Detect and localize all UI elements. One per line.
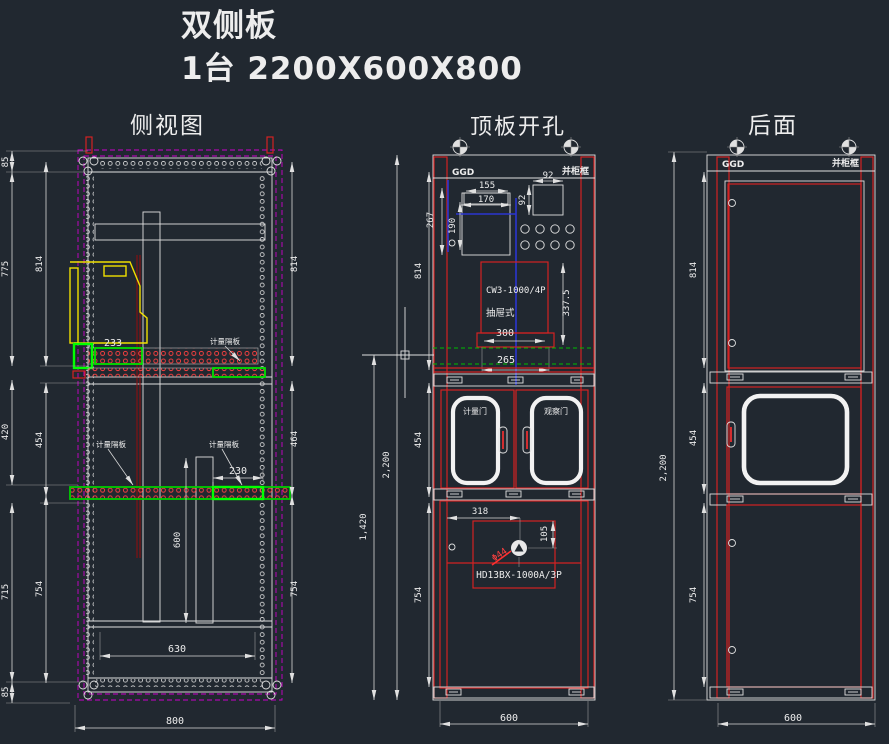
drawing-title: 双侧板 [181, 8, 277, 44]
dim-600-width: 600 [500, 713, 518, 724]
switch-section [439, 500, 589, 689]
switch-model-label: HD13BX-1000A/3P [476, 570, 562, 581]
side-dimension-lines [9, 151, 295, 731]
breaker-model: CW3-1000/4P [486, 286, 546, 296]
corner-fittings [78, 156, 282, 700]
dim-85-top: 85 [1, 157, 11, 168]
dim-92-h: 92 [518, 195, 528, 206]
dim-630: 630 [168, 644, 186, 655]
door-window [741, 393, 850, 486]
dim-1420: 1,420 [359, 513, 369, 540]
dim-hole-dia: Φ44 [490, 547, 509, 565]
dim-420: 420 [1, 424, 11, 440]
cabinet-frame [706, 154, 876, 701]
dim-814: 814 [689, 262, 699, 278]
lifting-pin-icon [85, 136, 93, 154]
dim-454: 454 [35, 432, 45, 448]
door-handle [522, 426, 532, 454]
dim-754: 754 [414, 587, 424, 603]
lifting-eye-icon [727, 137, 747, 157]
cross-rail [709, 493, 873, 506]
dim-170: 170 [478, 195, 494, 205]
top-plate-view: 顶板开孔 GGD 并柜框 155 170 190 267 [359, 115, 596, 727]
dim-105: 105 [540, 526, 550, 542]
rear-top-panel [724, 180, 865, 372]
lifting-eye-icon [561, 137, 581, 157]
drawing-subtitle: 1台 2200X600X800 [181, 51, 523, 87]
door-window [450, 395, 501, 486]
rear-view: 后面 GGD 并柜框 [659, 113, 876, 727]
dim-754: 754 [689, 587, 699, 603]
dim-814: 814 [414, 263, 424, 279]
partition-note: 计量隔板 [96, 439, 126, 449]
rear-view-label: 后面 [748, 113, 798, 139]
datum-marker [362, 307, 434, 398]
dim-600-width: 600 [784, 713, 802, 724]
dim-318: 318 [472, 507, 488, 517]
side-view: 侧视图 [1, 113, 300, 732]
cross-rail [709, 686, 873, 699]
title-block: 双侧板 1台 2200X600X800 [181, 8, 523, 87]
cross-rail [709, 371, 873, 384]
dim-754: 754 [35, 581, 45, 597]
cabinet-frame [432, 154, 596, 701]
corner-label-right: 并柜框 [832, 157, 859, 169]
dim-800: 800 [166, 716, 184, 727]
side-outline-dashed [77, 149, 283, 701]
lifting-eye-icon [450, 137, 470, 157]
busbar-strips [69, 342, 291, 501]
dim-155: 155 [479, 181, 495, 191]
partition-note: 计量隔板 [210, 336, 240, 346]
breaker-type: 抽屉式 [486, 307, 515, 319]
cross-rail [433, 373, 595, 387]
lifting-eye-icon [839, 137, 859, 157]
door-handle [726, 421, 736, 448]
dim-265: 265 [497, 355, 515, 366]
cross-rail [433, 686, 595, 699]
side-view-label: 侧视图 [130, 113, 205, 139]
dim-814-left: 814 [35, 256, 45, 272]
square-opening [532, 184, 564, 216]
dim-233: 233 [104, 338, 122, 349]
rear-window-panel [726, 386, 862, 495]
top-view-label: 顶板开孔 [470, 115, 566, 140]
mounting-hole-rows [86, 161, 267, 687]
dim-715: 715 [1, 584, 11, 600]
vent-holes [520, 224, 575, 250]
corner-label-ggd: GGD [452, 168, 474, 178]
dim-2200: 2,200 [382, 451, 392, 478]
cross-rail [433, 488, 595, 501]
doors-section [440, 389, 589, 489]
dim-267: 267 [426, 212, 436, 228]
door-label-right: 观察门 [544, 406, 568, 416]
dim-454: 454 [689, 430, 699, 446]
corner-label-ggd: GGD [722, 160, 744, 170]
dim-464-right: 464 [290, 431, 300, 447]
side-frame [87, 157, 273, 693]
mounting-channels [94, 211, 266, 624]
dim-600-vert: 600 [173, 532, 183, 548]
dim-92-w: 92 [543, 171, 554, 181]
lifting-pin-icon [266, 136, 274, 154]
dim-300: 300 [496, 328, 514, 339]
dim-754-right: 754 [290, 581, 300, 597]
door-handle [498, 426, 508, 454]
dim-337-5: 337.5 [562, 289, 572, 316]
breaker-profile [69, 261, 148, 344]
dim-814-right: 814 [290, 256, 300, 272]
door-label-left: 计量门 [463, 406, 487, 416]
door-window [529, 395, 584, 486]
top-plate-openings [447, 180, 575, 385]
dim-190: 190 [448, 218, 458, 234]
dim-85-bottom: 85 [1, 687, 11, 698]
dim-454: 454 [414, 432, 424, 448]
partition-note: 计量隔板 [209, 439, 239, 449]
dim-2200: 2,200 [659, 454, 669, 481]
rear-bottom-panel [726, 504, 862, 688]
dim-230: 230 [229, 466, 247, 477]
corner-label-right: 并柜框 [562, 165, 589, 177]
breaker-cutout [476, 261, 555, 348]
dim-775: 775 [1, 261, 11, 277]
